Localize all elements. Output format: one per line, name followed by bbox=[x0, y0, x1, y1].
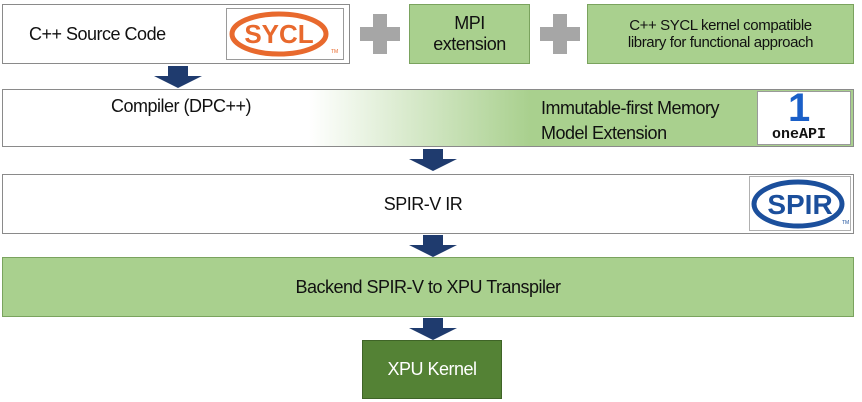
mpi-label-line1: MPI bbox=[454, 13, 485, 33]
library-label-line1: C++ SYCL kernel compatible bbox=[629, 17, 812, 34]
sycl-logo-text: SYCL bbox=[244, 19, 313, 49]
spirv-label: SPIR-V IR bbox=[383, 193, 463, 214]
arrow-down-icon-4 bbox=[409, 318, 457, 340]
xpu-kernel-box: XPU Kernel bbox=[362, 340, 502, 399]
xpu-kernel-label: XPU Kernel bbox=[387, 359, 477, 379]
arrow-down-icon-2 bbox=[409, 149, 457, 171]
oneapi-logo-text: oneAPI bbox=[772, 126, 827, 143]
memory-model-label: Immutable-first Memory Model Extension bbox=[541, 96, 720, 146]
library-label-line2: library for functional approach bbox=[627, 34, 814, 51]
svg-text:TM: TM bbox=[331, 49, 338, 55]
cpp-source-label: C++ Source Code bbox=[29, 23, 166, 44]
memory-model-line2: Model Extension bbox=[541, 123, 667, 143]
mpi-extension-box: MPI extension bbox=[409, 4, 530, 64]
svg-text:TM: TM bbox=[842, 220, 849, 226]
sycl-logo: SYCL TM bbox=[226, 8, 344, 60]
spir-logo-text: SPIR bbox=[767, 189, 832, 220]
arrow-down-icon-1 bbox=[154, 66, 202, 88]
sycl-library-box: C++ SYCL kernel compatible library for f… bbox=[587, 4, 854, 64]
transpiler-box: Backend SPIR-V to XPU Transpiler bbox=[2, 257, 854, 317]
memory-model-line1: Immutable-first Memory bbox=[541, 98, 720, 118]
plus-icon-1 bbox=[360, 14, 400, 54]
spirv-box: SPIR-V IR bbox=[2, 174, 854, 234]
spir-logo: SPIR TM bbox=[749, 176, 851, 231]
oneapi-logo: 1 oneAPI bbox=[757, 86, 851, 145]
oneapi-logo-digit: 1 bbox=[788, 86, 811, 130]
transpiler-label: Backend SPIR-V to XPU Transpiler bbox=[295, 276, 561, 297]
compiler-label: Compiler (DPC++) bbox=[111, 96, 252, 116]
compiler-box: Compiler (DPC++) Immutable-first Memory … bbox=[2, 89, 854, 147]
mpi-label-line2: extension bbox=[433, 34, 506, 54]
arrow-down-icon-3 bbox=[409, 235, 457, 257]
plus-icon-2 bbox=[540, 14, 580, 54]
